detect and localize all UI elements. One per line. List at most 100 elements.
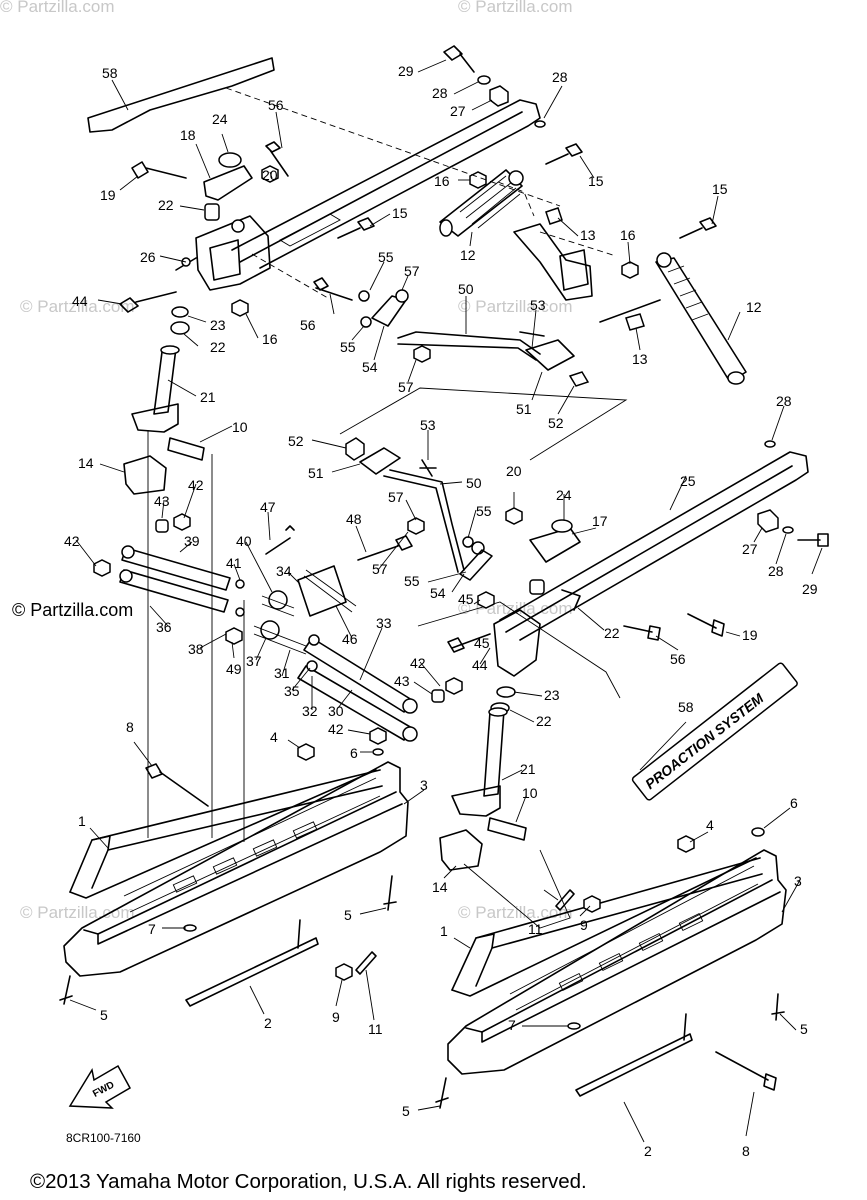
callout-31: 31 <box>274 665 290 681</box>
callout-27: 27 <box>450 103 466 119</box>
callout-3: 3 <box>420 777 428 793</box>
bushing-22-upper <box>204 203 220 221</box>
callout-53: 53 <box>530 297 546 313</box>
tube-10-lower <box>487 817 527 841</box>
callout-10: 10 <box>232 419 248 435</box>
callout-16: 16 <box>262 331 278 347</box>
watermark-bottom-center: © Partzilla.com <box>458 903 573 922</box>
callout-15c: 15 <box>712 181 728 197</box>
callout-18: 18 <box>180 127 196 143</box>
decal-text: PROACTION SYSTEM <box>642 690 767 792</box>
callout-11: 11 <box>368 1021 383 1037</box>
callout-13: 13 <box>580 227 596 243</box>
watermark-side-left: © Partzilla.com <box>12 600 133 620</box>
callout-57c: 57 <box>388 489 404 505</box>
callout-12b: 12 <box>746 299 762 315</box>
callout-55b: 55 <box>340 339 356 355</box>
decal-58: PROACTION SYSTEM <box>631 662 798 801</box>
callout-55d: 55 <box>476 503 492 519</box>
callout-labels: 58 56 24 18 20 19 22 26 44 23 16 22 21 1… <box>64 63 818 1159</box>
callout-55c: 55 <box>404 573 420 589</box>
watermark-mid-center: © Partzilla.com <box>458 297 573 316</box>
callout-14b: 14 <box>432 879 448 895</box>
shock-group <box>337 45 747 385</box>
callout-33: 33 <box>376 615 392 631</box>
callout-44: 44 <box>72 293 88 309</box>
callout-5b: 5 <box>100 1007 108 1023</box>
callout-6: 6 <box>350 745 358 761</box>
callout-28: 28 <box>432 85 448 101</box>
callout-38: 38 <box>188 641 204 657</box>
callout-19: 19 <box>100 187 116 203</box>
bolt-29-lower <box>797 533 829 547</box>
callout-55: 55 <box>378 249 394 265</box>
callout-54b: 54 <box>430 585 446 601</box>
fwd-arrow: FWD <box>68 1064 132 1109</box>
callout-42b: 42 <box>64 533 80 549</box>
ski-handle-left <box>69 835 111 893</box>
ski-body-left <box>63 761 409 977</box>
ski-left <box>59 743 409 1007</box>
callout-9b: 9 <box>580 917 588 933</box>
callout-20: 20 <box>262 167 278 183</box>
callout-1: 1 <box>78 813 86 829</box>
callout-15: 15 <box>588 173 604 189</box>
ski-runner-left <box>185 937 319 1007</box>
callout-47: 47 <box>260 499 276 515</box>
callout-22d: 22 <box>536 713 552 729</box>
frame-rail-upper <box>231 99 541 269</box>
callout-53b: 53 <box>420 417 436 433</box>
callout-27b: 27 <box>742 541 758 557</box>
block-14-upper <box>123 455 167 495</box>
leader-lines <box>69 59 823 1143</box>
callout-46: 46 <box>342 631 358 647</box>
callout-6b: 6 <box>790 795 798 811</box>
bolt-29-upper <box>443 45 475 73</box>
callout-54: 54 <box>362 359 378 375</box>
cap-24 <box>218 152 242 168</box>
callout-21: 21 <box>200 389 216 405</box>
callout-41: 41 <box>226 555 242 571</box>
rod-30 <box>297 665 413 741</box>
callout-17: 17 <box>592 513 608 529</box>
callout-43b: 43 <box>394 673 410 689</box>
callout-5c: 5 <box>800 1021 808 1037</box>
callout-23: 23 <box>210 317 226 333</box>
callout-2b: 2 <box>644 1143 652 1159</box>
bolt-8-right <box>715 1051 777 1091</box>
callout-52b: 52 <box>288 433 304 449</box>
callout-24b: 24 <box>556 487 572 503</box>
callout-48: 48 <box>346 511 362 527</box>
callout-24: 24 <box>212 111 228 127</box>
callout-43: 43 <box>154 493 170 509</box>
watermark-top-left: © Partzilla.com <box>0 0 115 16</box>
callout-14: 14 <box>78 455 94 471</box>
callout-37: 37 <box>246 653 262 669</box>
callout-7: 7 <box>148 921 156 937</box>
callout-19b: 19 <box>742 627 758 643</box>
callout-58: 58 <box>102 65 118 81</box>
middle-frame-group: PROACTION SYSTEM <box>447 440 829 801</box>
callout-22b: 22 <box>210 339 226 355</box>
callout-11b: 11 <box>528 921 543 937</box>
block-14-lower <box>439 829 483 871</box>
ski-body-right <box>447 849 787 1075</box>
spindle-21-lower <box>483 709 505 797</box>
callout-51b: 51 <box>308 465 324 481</box>
stabilizer-bar-50-mid <box>389 469 465 571</box>
callout-7b: 7 <box>508 1017 516 1033</box>
callout-29: 29 <box>398 63 414 79</box>
callout-30: 30 <box>328 703 344 719</box>
callout-5d: 5 <box>402 1103 410 1119</box>
spindle-bracket-upper <box>195 215 271 291</box>
callout-50b: 50 <box>466 475 482 491</box>
callout-4: 4 <box>270 729 278 745</box>
callout-12: 12 <box>460 247 476 263</box>
spindle-21-upper <box>153 347 177 415</box>
stabilizer-links <box>313 277 590 387</box>
callout-23b: 23 <box>544 687 560 703</box>
callout-16c: 16 <box>620 227 636 243</box>
arm-18 <box>203 165 253 201</box>
callout-1b: 1 <box>440 923 448 939</box>
callout-56b: 56 <box>300 317 316 333</box>
